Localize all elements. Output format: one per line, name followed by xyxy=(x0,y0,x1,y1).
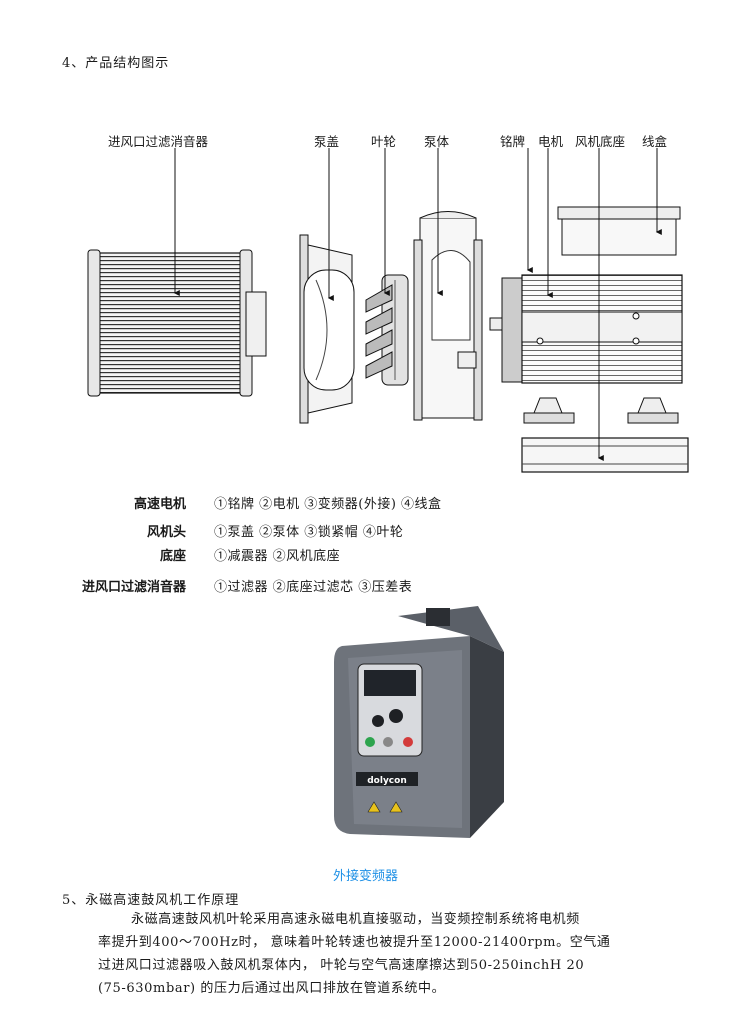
section-5-paragraph: 永磁高速鼓风机叶轮采用高速永磁电机直接驱动，当变频控制系统将电机频 率提升到40… xyxy=(98,908,674,1000)
pump-cover-drawing xyxy=(299,234,355,424)
parts-row-name: 风机头 xyxy=(146,525,186,540)
parts-row-items: ①过滤器 ②底座过滤芯 ③压差表 xyxy=(214,580,413,595)
paragraph-line: 永磁高速鼓风机叶轮采用高速永磁电机直接驱动，当变频控制系统将电机频 xyxy=(131,912,580,927)
parts-row-items: ①铭牌 ②电机 ③变频器(外接) ④线盒 xyxy=(214,497,442,512)
inverter-brand: dolycon xyxy=(367,776,407,786)
parts-row: 高速电机 ①铭牌 ②电机 ③变频器(外接) ④线盒 xyxy=(0,493,731,515)
label-fan-base: 风机底座 xyxy=(575,134,626,149)
parts-row: 进风口过滤消音器 ①过滤器 ②底座过滤芯 ③压差表 xyxy=(0,576,731,598)
section-4-title: 4、产品结构图示 xyxy=(62,56,170,71)
shock-absorbers-drawing xyxy=(523,397,679,424)
leader-lines xyxy=(173,148,662,461)
label-wire-box: 线盒 xyxy=(642,134,668,149)
parts-row-items: ①减震器 ②风机底座 xyxy=(214,549,341,564)
label-impeller: 叶轮 xyxy=(371,134,397,149)
paragraph-line: 过进风口过滤器吸入鼓风机泵体内， 叶轮与空气高速摩擦达到50-250inchH … xyxy=(98,958,585,973)
parts-row: 底座 ①减震器 ②风机底座 xyxy=(0,545,731,567)
label-filter-silencer: 进风口过滤消音器 xyxy=(108,134,209,149)
label-nameplate: 铭牌 xyxy=(500,134,526,149)
paragraph-line: (75-630mbar) 的压力后通过出风口排放在管道系统中。 xyxy=(98,981,446,996)
impeller-drawing xyxy=(365,274,409,386)
section-5-title: 5、永磁高速鼓风机工作原理 xyxy=(62,893,240,908)
wire-box-drawing xyxy=(557,206,681,256)
fan-base-drawing xyxy=(521,437,689,473)
inverter-photo: dolycon xyxy=(334,606,504,838)
filter-silencer-drawing xyxy=(87,249,267,397)
inverter-caption: 外接变频器 xyxy=(332,869,398,884)
structure-diagram xyxy=(87,148,689,473)
parts-row-name: 底座 xyxy=(159,549,186,564)
parts-row-name: 进风口过滤消音器 xyxy=(81,580,186,595)
parts-row-items: ①泵盖 ②泵体 ③锁紧帽 ④叶轮 xyxy=(214,525,404,540)
paragraph-line: 率提升到400～700Hz时， 意味着叶轮转速也被提升至12000-21400r… xyxy=(98,935,611,950)
parts-row: 风机头 ①泵盖 ②泵体 ③锁紧帽 ④叶轮 xyxy=(0,521,731,543)
label-pump-body: 泵体 xyxy=(424,134,450,149)
pump-body-drawing xyxy=(413,211,483,421)
label-pump-cover: 泵盖 xyxy=(314,134,340,149)
parts-row-name: 高速电机 xyxy=(133,497,186,512)
motor-drawing xyxy=(489,274,683,384)
label-motor: 电机 xyxy=(538,134,564,149)
